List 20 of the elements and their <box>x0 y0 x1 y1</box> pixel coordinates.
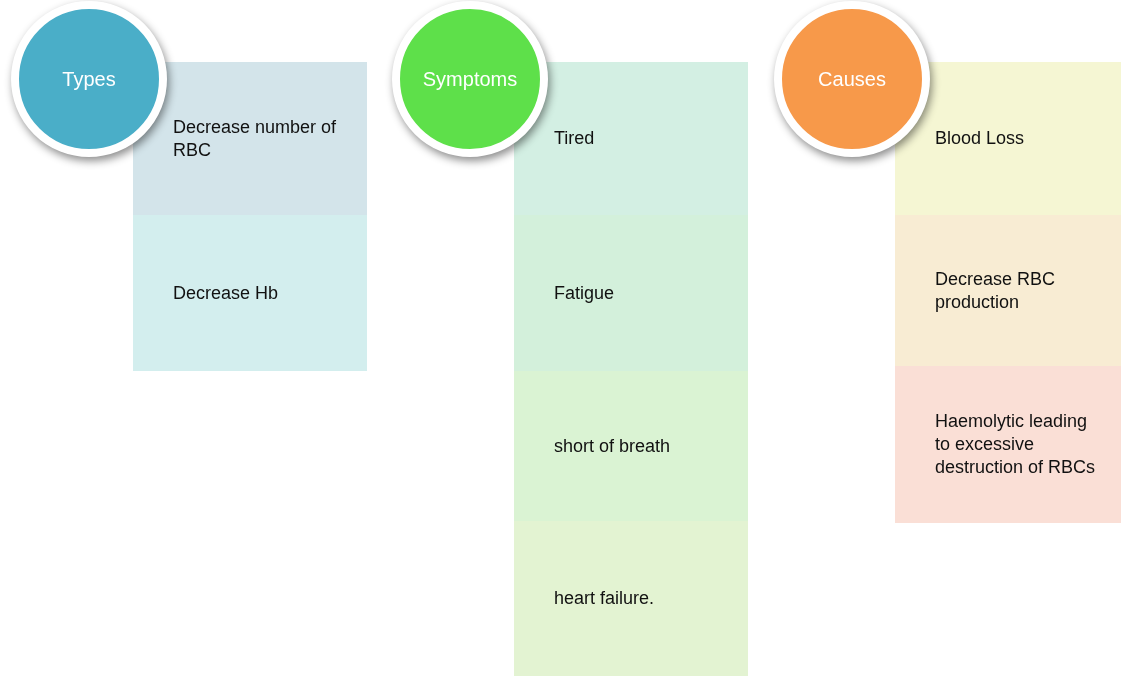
item-text: Fatigue <box>554 281 615 305</box>
item-text: Blood Loss <box>935 127 1025 150</box>
category-title: Symptoms <box>422 67 518 91</box>
list-item-box <box>895 366 1121 523</box>
item-text: Decrease number of RBC <box>173 115 338 162</box>
list-item-box <box>133 62 367 215</box>
list-item-box <box>895 215 1121 366</box>
item-text: Decrease Hb <box>173 281 279 305</box>
item-text: short of breath <box>554 434 671 458</box>
item-text: Haemolytic leading to excessive destruction of RBCs <box>935 410 1097 479</box>
list-item-box <box>895 62 1121 215</box>
list-item-box <box>514 215 748 371</box>
list-item-box <box>133 215 367 371</box>
category-title: Types <box>62 67 116 91</box>
item-text: Tired <box>554 127 595 150</box>
category-title: Causes <box>818 67 886 91</box>
item-text: Decrease RBC production <box>935 267 1057 314</box>
list-item-box <box>514 521 748 676</box>
item-text: heart failure. <box>554 587 655 610</box>
list-item-box <box>514 371 748 521</box>
